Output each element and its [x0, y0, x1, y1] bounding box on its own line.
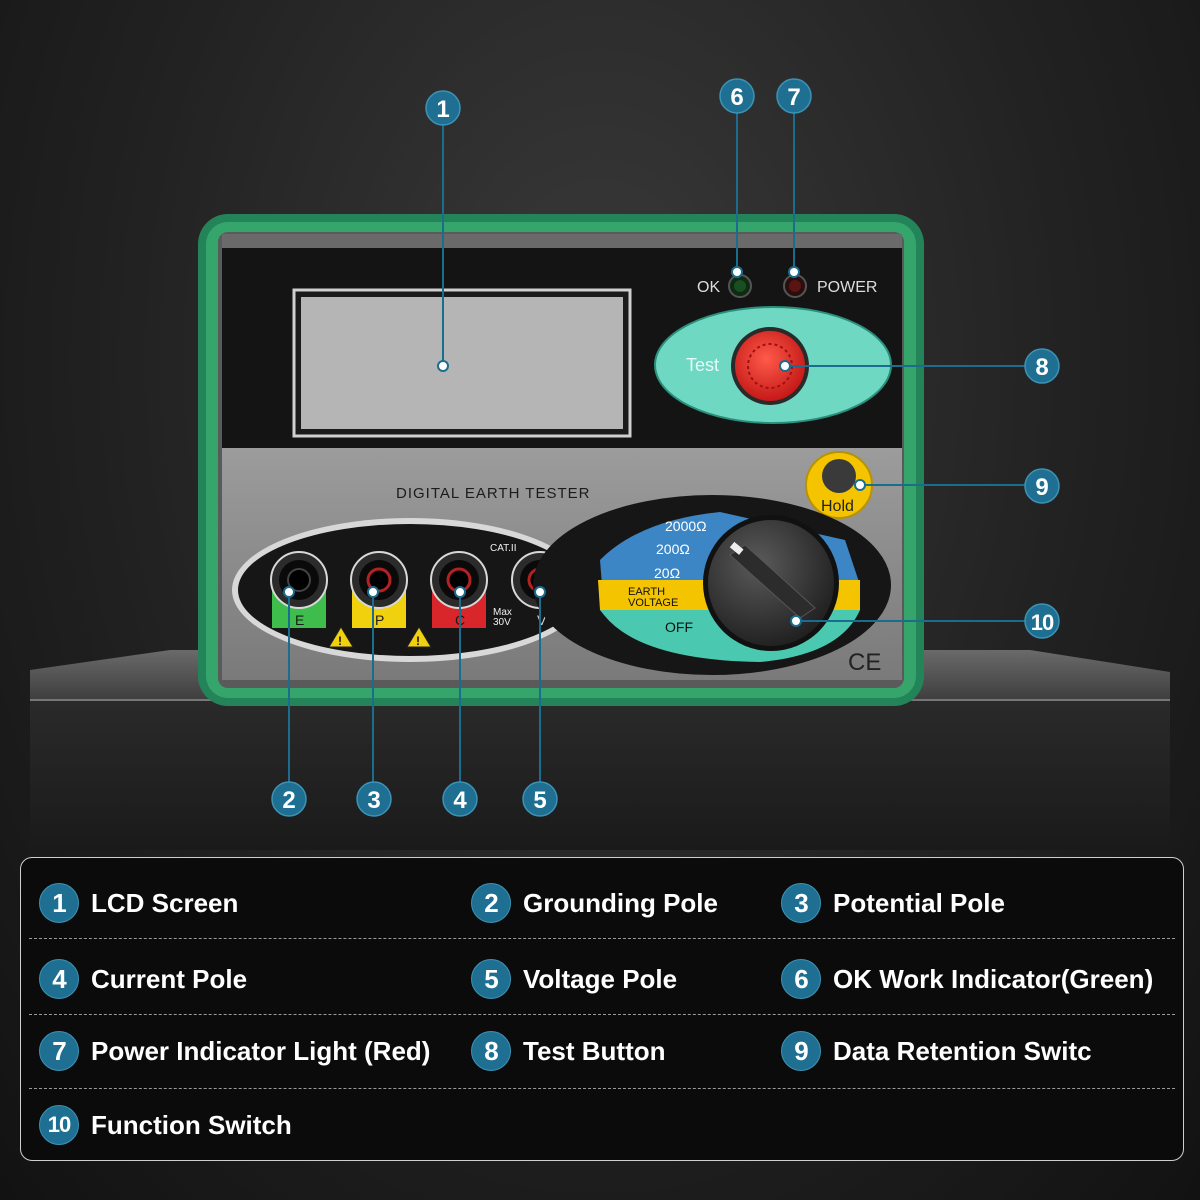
range-200-label: 200Ω	[656, 541, 690, 557]
terminal-v-label: V	[537, 612, 547, 628]
warning-icon: !	[328, 626, 354, 648]
device-illustration: OK POWER Test Hold DIGITAL EARTH TESTER …	[30, 78, 1170, 850]
legend-number-badge: 7	[39, 1031, 79, 1071]
legend-item-potential-pole: 3 Potential Pole	[781, 878, 1005, 928]
svg-text:!: !	[416, 634, 420, 648]
svg-text:10: 10	[1031, 610, 1054, 635]
legend-label: Data Retention Switc	[833, 1035, 1092, 1066]
callout-badge-8: 8	[1024, 348, 1060, 384]
svg-text:9: 9	[1035, 474, 1048, 501]
test-button[interactable]: Test	[654, 306, 892, 424]
callout-dots	[283, 266, 866, 627]
function-switch-knob[interactable]	[703, 515, 839, 651]
callout-badge-2: 2	[271, 781, 307, 817]
ok-label: OK	[697, 279, 720, 296]
svg-text:8: 8	[1035, 354, 1048, 381]
legend-item-current-pole: 4 Current Pole	[39, 954, 247, 1004]
legend-label: Voltage Pole	[523, 963, 678, 994]
callout-badge-1: 1	[425, 90, 461, 126]
legend-item-voltage-pole: 5 Voltage Pole	[471, 954, 677, 1004]
svg-text:5: 5	[533, 787, 546, 814]
callout-badge-10: 10	[1024, 603, 1060, 639]
legend-number-badge: 9	[781, 1031, 821, 1071]
callout-lines	[288, 113, 1025, 782]
ok-indicator: OK	[697, 274, 752, 298]
callout-badge-3: 3	[356, 781, 392, 817]
off-label: OFF	[665, 619, 693, 635]
cat-label: CAT.II	[490, 543, 516, 554]
legend-number-badge: 8	[471, 1031, 511, 1071]
legend-divider	[29, 1088, 1175, 1089]
max-label: Max	[493, 607, 512, 618]
legend-panel: 1 LCD Screen 2 Grounding Pole 3 Potentia…	[20, 857, 1184, 1161]
legend-divider	[29, 1014, 1175, 1015]
hold-button[interactable]: Hold	[805, 451, 873, 519]
legend-label: Potential Pole	[833, 887, 1005, 918]
legend-label: Function Switch	[91, 1109, 292, 1140]
legend-number-badge: 6	[781, 959, 821, 999]
warning-icon: !	[406, 626, 432, 648]
hold-label: Hold	[821, 498, 854, 515]
svg-text:3: 3	[367, 787, 380, 814]
legend-label: LCD Screen	[91, 887, 239, 918]
legend-number-badge: 3	[781, 883, 821, 923]
legend-item-data-retention: 9 Data Retention Switc	[781, 1026, 1092, 1076]
legend-item-test-button: 8 Test Button	[471, 1026, 666, 1076]
ce-mark: CE	[848, 649, 881, 676]
svg-text:6: 6	[730, 84, 743, 111]
legend-divider	[29, 938, 1175, 939]
range-2000-label: 2000Ω	[665, 518, 707, 534]
svg-text:1: 1	[436, 96, 449, 123]
test-label: Test	[686, 355, 719, 375]
callout-badge-4: 4	[442, 781, 478, 817]
terminal-p[interactable]: P	[350, 551, 408, 628]
model-label: DIGITAL EARTH TESTER	[396, 485, 590, 502]
power-indicator: POWER	[783, 274, 877, 298]
max-voltage-label: 30V	[493, 617, 511, 628]
legend-label: Current Pole	[91, 963, 248, 994]
svg-text:4: 4	[453, 787, 467, 814]
terminal-e-label: E	[295, 612, 304, 628]
legend-item-lcd-screen: 1 LCD Screen	[39, 878, 238, 928]
legend-number-badge: 10	[39, 1105, 79, 1145]
legend-number-badge: 4	[39, 959, 79, 999]
legend-label: OK Work Indicator(Green)	[833, 963, 1154, 994]
terminal-e[interactable]: E	[270, 551, 328, 628]
legend-item-function-switch: 10 Function Switch	[39, 1100, 292, 1150]
svg-text:!: !	[338, 634, 342, 648]
legend-item-ok-indicator: 6 OK Work Indicator(Green)	[781, 954, 1153, 1004]
range-20-label: 20Ω	[654, 565, 680, 581]
legend-number-badge: 1	[39, 883, 79, 923]
voltage-label: VOLTAGE	[628, 597, 678, 609]
legend-label: Grounding Pole	[523, 887, 718, 918]
legend-number-badge: 2	[471, 883, 511, 923]
legend-label: Test Button	[523, 1035, 666, 1066]
earth-label: EARTH	[628, 586, 665, 598]
callout-badge-5: 5	[522, 781, 558, 817]
callout-badge-9: 9	[1024, 468, 1060, 504]
callout-badge-7: 7	[776, 78, 812, 114]
terminal-p-label: P	[375, 612, 384, 628]
callout-badge-6: 6	[719, 78, 755, 114]
legend-label: Power Indicator Light (Red)	[91, 1035, 431, 1066]
svg-text:7: 7	[787, 84, 800, 111]
svg-text:2: 2	[282, 787, 295, 814]
legend-item-grounding-pole: 2 Grounding Pole	[471, 878, 718, 928]
legend-number-badge: 5	[471, 959, 511, 999]
legend-item-power-indicator: 7 Power Indicator Light (Red)	[39, 1026, 430, 1076]
lcd-screen	[292, 288, 632, 438]
power-label: POWER	[817, 279, 877, 296]
